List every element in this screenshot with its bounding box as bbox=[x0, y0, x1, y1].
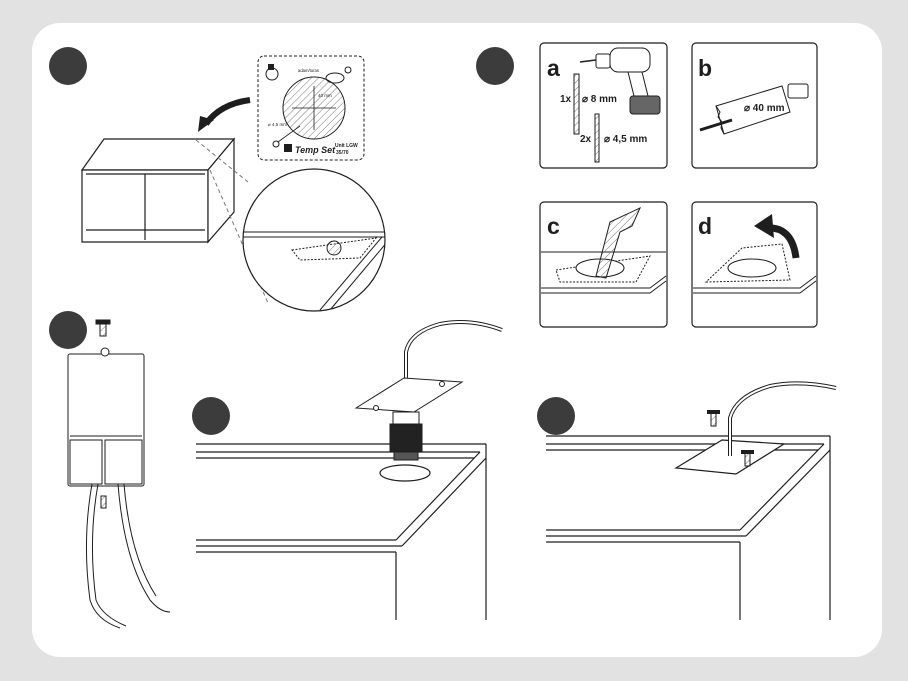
bit-8mm-qty: 1x bbox=[560, 94, 572, 105]
template-unit-size: 35/70 bbox=[336, 150, 349, 156]
step-marker-3 bbox=[49, 311, 87, 349]
template-hole-large-label: 40 mm bbox=[318, 93, 332, 98]
cabinet-hole-view bbox=[196, 444, 486, 620]
drill-bit-45mm-icon bbox=[595, 114, 599, 162]
panel-a-drill-bits: a 1x ⌀ 8 mm 2x ⌀ 4,5 mm bbox=[540, 43, 667, 168]
panel-c-drilling: c bbox=[540, 202, 667, 327]
panel-b-label: b bbox=[698, 55, 712, 81]
bit-45mm-size: ⌀ 4,5 mm bbox=[604, 134, 647, 145]
step-marker-5 bbox=[537, 397, 575, 435]
step-marker-4 bbox=[192, 397, 230, 435]
control-unit bbox=[68, 320, 170, 628]
panel-d-remove-template: d bbox=[692, 202, 817, 327]
panel-d-label: d bbox=[698, 213, 712, 239]
panel-c-label: c bbox=[547, 213, 560, 239]
drill-bit-8mm-icon bbox=[574, 74, 579, 134]
hole-saw-size: ⌀ 40 mm bbox=[744, 103, 785, 114]
drilling-template: adam/turas 40 mm ⌀ 4,5 mm Temp Set Unit … bbox=[258, 56, 364, 160]
template-hole-small-label: ⌀ 4,5 mm bbox=[268, 122, 287, 127]
step-marker-1 bbox=[49, 47, 87, 85]
cabinet-top-view bbox=[82, 139, 234, 242]
drilled-hole bbox=[380, 465, 430, 481]
screw-icon bbox=[711, 412, 716, 426]
template-note-label: adam/turas bbox=[298, 68, 319, 73]
panel-a-label: a bbox=[547, 55, 560, 81]
bit-45mm-qty: 2x bbox=[580, 134, 592, 145]
temperature-sensor-icon bbox=[356, 322, 502, 460]
screw-icon bbox=[745, 452, 750, 466]
step-marker-2 bbox=[476, 47, 514, 85]
panel-b-hole-saw: b ⌀ 40 mm bbox=[692, 43, 817, 168]
bit-8mm-size: ⌀ 8 mm bbox=[582, 94, 617, 105]
template-brand: Temp Set bbox=[295, 145, 336, 155]
template-unit-model: Unit LGW bbox=[335, 143, 358, 149]
cabinet-mounted-view bbox=[546, 436, 830, 620]
